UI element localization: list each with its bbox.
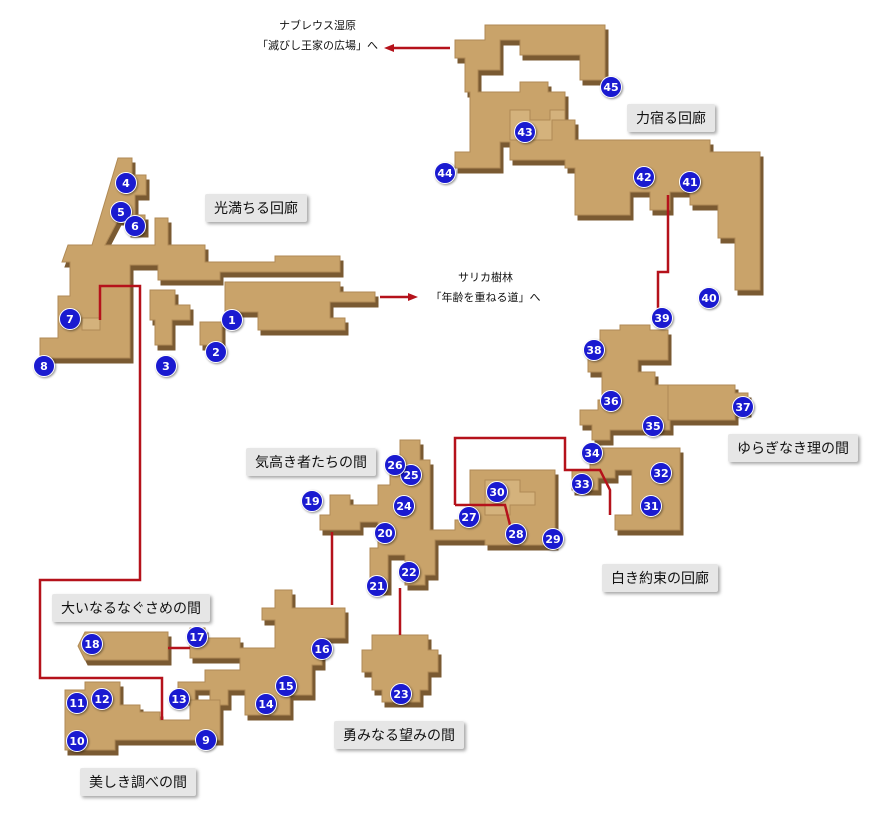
marker-34[interactable]: 34 bbox=[581, 442, 603, 464]
area-label-utsukushiki: 美しき調べの間 bbox=[80, 768, 196, 796]
marker-6[interactable]: 6 bbox=[124, 215, 146, 237]
marker-14[interactable]: 14 bbox=[255, 693, 277, 715]
marker-9[interactable]: 9 bbox=[195, 729, 217, 751]
marker-11[interactable]: 11 bbox=[66, 692, 88, 714]
route-lines bbox=[38, 44, 670, 720]
marker-25[interactable]: 25 bbox=[400, 464, 422, 486]
area-label-hikari: 光満ちる回廊 bbox=[205, 194, 307, 222]
exit-sarika: サリカ樹林 「年齢を重ねる道」へ bbox=[418, 268, 553, 308]
marker-7[interactable]: 7 bbox=[59, 308, 81, 330]
area-label-kedakaki: 気高き者たちの間 bbox=[246, 448, 376, 476]
marker-10[interactable]: 10 bbox=[66, 730, 88, 752]
floor-isami bbox=[361, 634, 439, 703]
floor-chikara bbox=[454, 24, 761, 291]
marker-36[interactable]: 36 bbox=[600, 390, 622, 412]
marker-24[interactable]: 24 bbox=[393, 495, 415, 517]
area-label-yuragi: ゆらぎなき理の間 bbox=[728, 434, 858, 462]
marker-38[interactable]: 38 bbox=[583, 339, 605, 361]
marker-39[interactable]: 39 bbox=[651, 307, 673, 329]
marker-22[interactable]: 22 bbox=[398, 561, 420, 583]
marker-40[interactable]: 40 bbox=[698, 287, 720, 309]
area-label-shiroki: 白き約束の回廊 bbox=[602, 564, 718, 592]
marker-32[interactable]: 32 bbox=[650, 462, 672, 484]
marker-8[interactable]: 8 bbox=[33, 355, 55, 377]
marker-3[interactable]: 3 bbox=[155, 355, 177, 377]
floor-hikari bbox=[39, 157, 376, 359]
marker-33[interactable]: 33 bbox=[571, 473, 593, 495]
marker-31[interactable]: 31 bbox=[640, 495, 662, 517]
area-label-chikara: 力宿る回廊 bbox=[627, 104, 715, 132]
marker-1[interactable]: 1 bbox=[221, 309, 243, 331]
marker-19[interactable]: 19 bbox=[301, 490, 323, 512]
marker-35[interactable]: 35 bbox=[642, 415, 664, 437]
marker-42[interactable]: 42 bbox=[633, 166, 655, 188]
marker-23[interactable]: 23 bbox=[390, 683, 412, 705]
marker-29[interactable]: 29 bbox=[542, 528, 564, 550]
exit-nabureus-name: ナブレウス湿原 bbox=[279, 19, 356, 32]
marker-18[interactable]: 18 bbox=[81, 633, 103, 655]
marker-41[interactable]: 41 bbox=[679, 171, 701, 193]
marker-37[interactable]: 37 bbox=[732, 396, 754, 418]
marker-27[interactable]: 27 bbox=[458, 506, 480, 528]
route-shiroki-loop bbox=[453, 436, 612, 515]
exit-sarika-dest: 「年齢を重ねる道」へ bbox=[430, 291, 541, 304]
marker-43[interactable]: 43 bbox=[514, 121, 536, 143]
marker-26[interactable]: 26 bbox=[384, 454, 406, 476]
floor-ooinaru bbox=[64, 589, 346, 751]
marker-45[interactable]: 45 bbox=[600, 76, 622, 98]
marker-21[interactable]: 21 bbox=[366, 575, 388, 597]
area-label-ooinaru: 大いなるなぐさめの間 bbox=[52, 594, 210, 622]
marker-2[interactable]: 2 bbox=[205, 341, 227, 363]
marker-44[interactable]: 44 bbox=[434, 162, 456, 184]
marker-17[interactable]: 17 bbox=[186, 626, 208, 648]
exit-nabureus-dest: 「滅びし王家の広場」へ bbox=[257, 39, 378, 52]
marker-12[interactable]: 12 bbox=[91, 688, 113, 710]
marker-30[interactable]: 30 bbox=[486, 481, 508, 503]
marker-16[interactable]: 16 bbox=[311, 638, 333, 660]
exit-nabureus: ナブレウス湿原 「滅びし王家の広場」へ bbox=[250, 16, 385, 56]
route-loop-inner bbox=[455, 503, 512, 526]
marker-4[interactable]: 4 bbox=[115, 172, 137, 194]
route-west bbox=[38, 284, 164, 720]
area-label-isami: 勇みなる望みの間 bbox=[334, 721, 464, 749]
marker-13[interactable]: 13 bbox=[168, 688, 190, 710]
marker-28[interactable]: 28 bbox=[505, 523, 527, 545]
exit-sarika-name: サリカ樹林 bbox=[458, 271, 513, 284]
marker-20[interactable]: 20 bbox=[374, 522, 396, 544]
route-39-41 bbox=[656, 195, 670, 318]
marker-15[interactable]: 15 bbox=[275, 675, 297, 697]
